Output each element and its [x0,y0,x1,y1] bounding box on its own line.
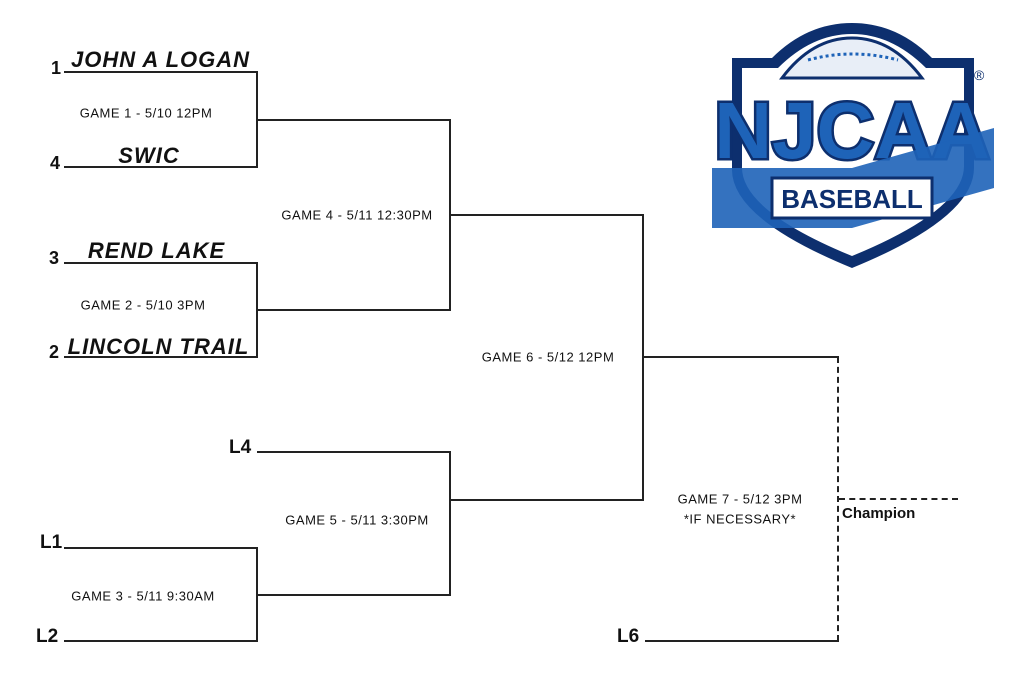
game-6-label: GAME 6 - 5/12 12PM [481,349,615,365]
bracket-line [256,119,451,121]
slot-l6: L6 [617,626,640,647]
seed-1: 1 [51,58,62,78]
team-swic: SWIC [118,143,180,168]
game-1-label: GAME 1 - 5/10 12PM [79,105,213,121]
logo-sport: BASEBALL [781,184,923,214]
seed-4: 4 [50,153,61,173]
bracket-line [256,594,451,596]
slot-l4: L4 [229,437,252,458]
bracket-line [257,451,451,453]
game-2-label: GAME 2 - 5/10 3PM [80,297,206,313]
bracket-line [64,166,258,168]
game-7-label: GAME 7 - 5/12 3PM [677,491,803,507]
bracket-line [64,71,258,73]
slot-l1: L1 [40,532,63,553]
champion-label: Champion [842,505,916,522]
seed-3: 3 [49,248,60,268]
bracket-line [449,499,644,501]
slot-l2: L2 [36,626,59,647]
bracket-line [449,214,644,216]
baseball-icon [778,36,926,80]
seed-2: 2 [49,342,60,362]
champion-line-dashed [839,498,958,500]
game-4-label: GAME 4 - 5/11 12:30PM [281,207,433,223]
registered-mark: ® [974,67,985,83]
bracket-line [449,451,451,596]
bracket-line [64,262,258,264]
bracket-line [645,640,839,642]
bracket-line [64,356,258,358]
game-7-note: *IF NECESSARY* [683,511,797,527]
bracket-line [256,309,451,311]
team-rend-lake: REND LAKE [87,238,226,263]
game-5-label: GAME 5 - 5/11 3:30PM [285,512,429,528]
team-john-a-logan: JOHN A LOGAN [70,47,251,72]
bracket-line [64,547,258,549]
team-lincoln-trail: LINCOLN TRAIL [67,334,250,359]
bracket-line [64,640,258,642]
game-3-label: GAME 3 - 5/11 9:30AM [71,588,215,604]
njcaa-baseball-logo: NJCAA BASEBALL ® [712,23,994,268]
bracket-line [642,356,839,358]
bracket-line-dashed [837,357,839,641]
